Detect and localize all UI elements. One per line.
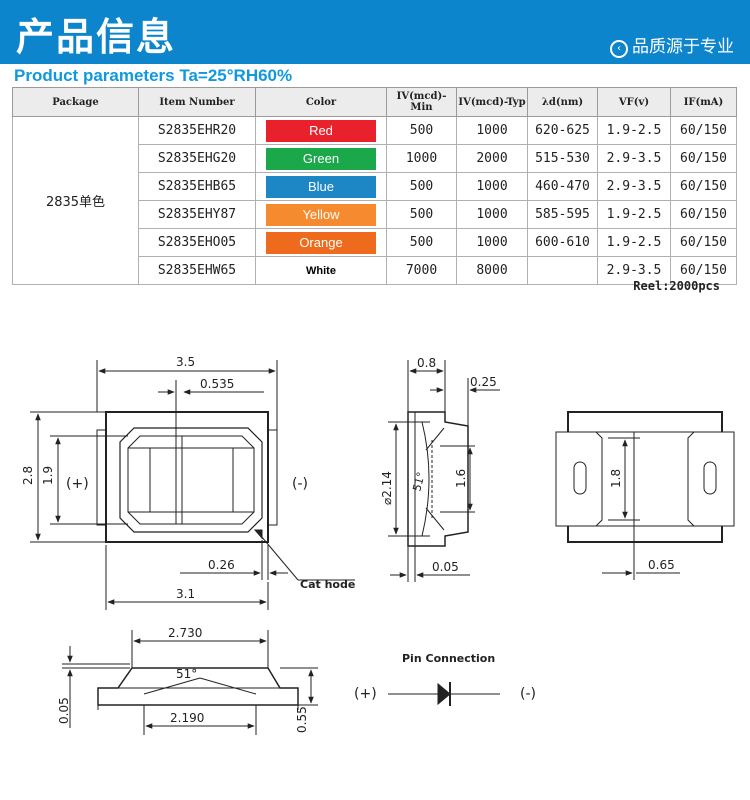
color-swatch: Orange: [266, 231, 376, 254]
section-left: 0.05: [57, 697, 71, 724]
iv-min-cell: 7000: [386, 256, 457, 285]
side-view: 51° 0.8 0.25 ⌀2.14 1.6 0.05: [380, 356, 500, 582]
back-offset: 0.65: [648, 558, 675, 572]
pin-connection: Pin Connection (+) (-): [354, 652, 536, 706]
if-cell: 60/150: [670, 200, 737, 229]
diode-symbol: [437, 682, 451, 706]
wavelength-cell: [527, 256, 598, 285]
dim-inner-height: 1.9: [41, 466, 55, 485]
slogan: ‹品质源于专业: [610, 32, 734, 58]
item-number-cell: S2835EHW65: [138, 256, 256, 285]
iv-min-cell: 1000: [386, 144, 457, 173]
color-swatch: Red: [266, 119, 376, 142]
wavelength-cell: 620-625: [527, 116, 598, 145]
color-cell: Yellow: [255, 200, 387, 229]
if-cell: 60/150: [670, 256, 737, 285]
reel-quantity: Reel:2000pcs: [633, 279, 720, 293]
vf-cell: 2.9-3.5: [597, 172, 671, 201]
if-cell: 60/150: [670, 228, 737, 257]
pin-minus: (-): [520, 686, 536, 702]
col-header: IF(mA): [670, 87, 737, 117]
plus-label: (+): [66, 476, 89, 492]
circle-chevron-left-icon: ‹: [610, 40, 628, 58]
spec-table: Package Item Number Color IV(mcd)-Min IV…: [12, 87, 737, 285]
color-cell: White: [255, 256, 387, 285]
side-top: 0.8: [417, 356, 436, 370]
header-banner: 产品信息 ‹品质源于专业: [0, 0, 750, 64]
vf-cell: 1.9-2.5: [597, 228, 671, 257]
color-swatch: Blue: [266, 175, 376, 198]
col-header: λd(nm): [527, 87, 598, 117]
pin-title: Pin Connection: [402, 652, 495, 665]
dim-gap: 0.26: [208, 558, 235, 572]
back-height: 1.8: [609, 469, 623, 488]
color-swatch: Green: [266, 147, 376, 170]
side-inner: 1.6: [454, 469, 468, 488]
section-view: 51° 2.730 2.190 0.05 0.55: [57, 626, 318, 735]
slogan-text: 品质源于专业: [632, 37, 734, 57]
item-number-cell: S2835EHY87: [138, 200, 256, 229]
col-header: Item Number: [138, 87, 256, 117]
section-angle: 51°: [176, 667, 197, 681]
if-cell: 60/150: [670, 116, 737, 145]
if-cell: 60/150: [670, 144, 737, 173]
dim-bottom-width: 3.1: [176, 587, 195, 601]
section-bottom: 2.190: [170, 711, 204, 725]
back-view: 1.8 0.65: [555, 411, 735, 580]
color-swatch: White: [266, 259, 376, 282]
iv-min-cell: 500: [386, 116, 457, 145]
iv-min-cell: 500: [386, 200, 457, 229]
iv-min-cell: 500: [386, 228, 457, 257]
cathode-label: Cat hode: [300, 578, 355, 591]
vf-cell: 1.9-2.5: [597, 116, 671, 145]
item-number-cell: S2835EHB65: [138, 172, 256, 201]
section-right: 0.55: [295, 706, 309, 733]
minus-label: (-): [292, 476, 308, 492]
table-header-row: Package Item Number Color IV(mcd)-Min IV…: [12, 87, 737, 117]
top-view: 3.5 0.535 2.8 1.9 (+) (-) 0.26 3.1 Cat h…: [21, 355, 355, 610]
iv-min-cell: 500: [386, 172, 457, 201]
params-title: Product parameters Ta=25°RH60%: [14, 66, 293, 85]
side-offset: 0.25: [470, 375, 497, 389]
iv-typ-cell: 8000: [456, 256, 528, 285]
col-header: IV(mcd)-Typ: [456, 87, 528, 117]
col-header: Package: [12, 87, 139, 117]
item-number-cell: S2835EHR20: [138, 116, 256, 145]
vf-cell: 2.9-3.5: [597, 256, 671, 285]
side-bottom: 0.05: [432, 560, 459, 574]
col-header: VF(v): [597, 87, 671, 117]
side-diameter: ⌀2.14: [380, 471, 394, 505]
wavelength-cell: 585-595: [527, 200, 598, 229]
dim-pad: 0.535: [200, 377, 234, 391]
pin-plus: (+): [354, 686, 377, 702]
color-cell: Red: [255, 116, 387, 145]
side-angle: 51°: [410, 471, 428, 493]
dim-height: 2.8: [21, 466, 35, 485]
color-swatch: Yellow: [266, 203, 376, 226]
section-top: 2.730: [168, 626, 202, 640]
iv-typ-cell: 1000: [456, 200, 528, 229]
package-cell: 2835单色: [12, 116, 139, 285]
iv-typ-cell: 2000: [456, 144, 528, 173]
dim-width: 3.5: [176, 355, 195, 369]
page-title: 产品信息: [16, 14, 177, 59]
